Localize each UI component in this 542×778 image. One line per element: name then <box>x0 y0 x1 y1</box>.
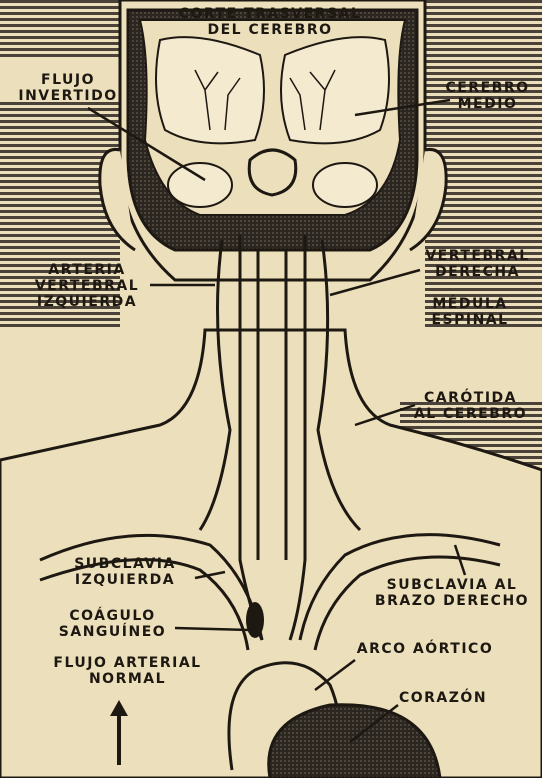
brain-cross-section <box>128 10 417 250</box>
clot-mark <box>246 602 264 638</box>
label-arco-aortico: ARCO AÓRTICO <box>350 641 500 657</box>
label-corazon: CORAZÓN <box>388 690 498 706</box>
